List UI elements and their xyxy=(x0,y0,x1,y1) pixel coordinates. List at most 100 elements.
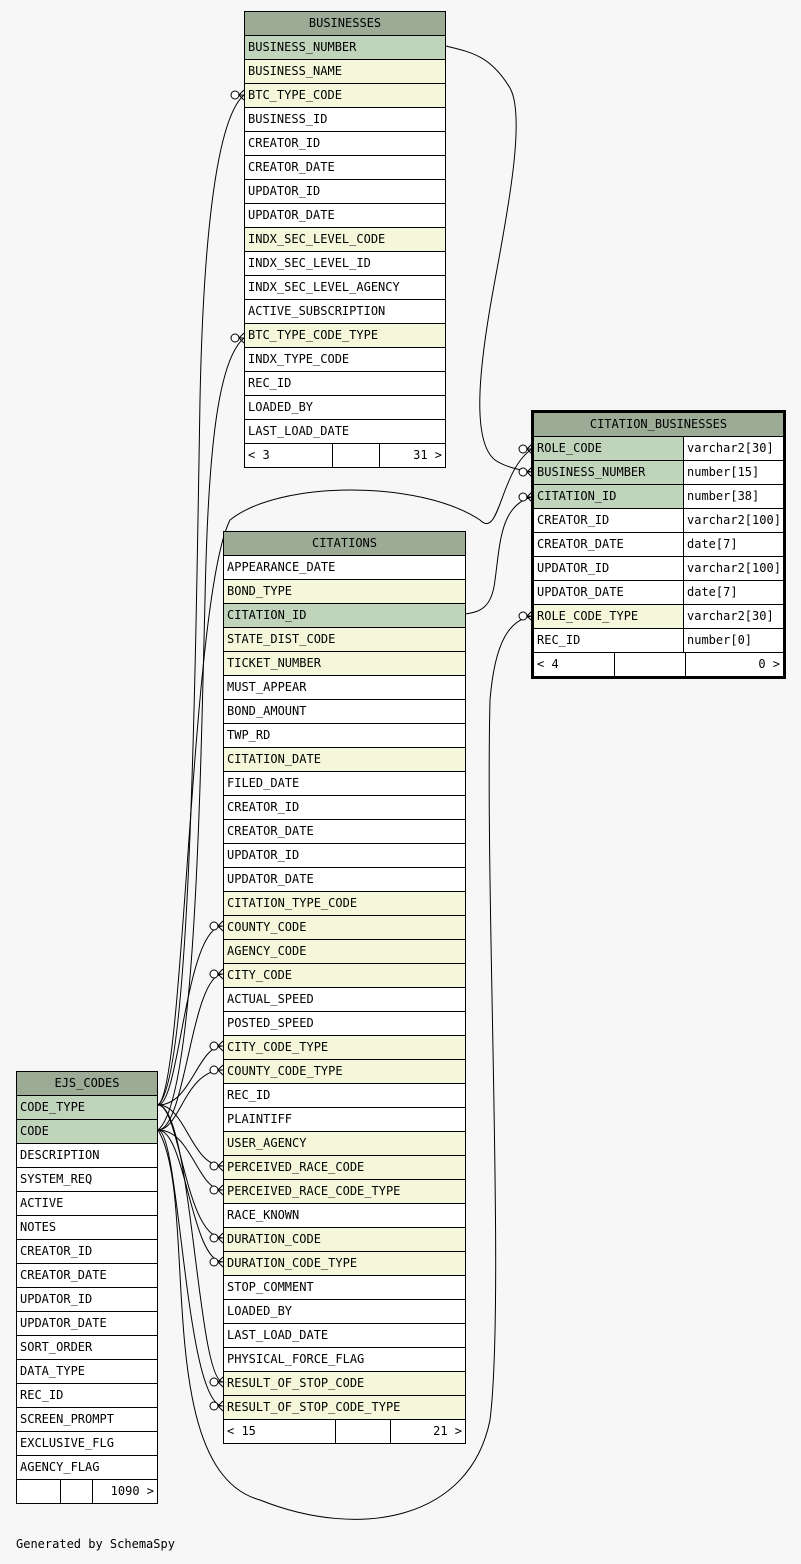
ejs-codes-column-active[interactable]: ACTIVE xyxy=(17,1192,157,1216)
citations-column-actual-speed[interactable]: ACTUAL_SPEED xyxy=(224,988,465,1012)
ejs-codes-column-code-type[interactable]: CODE_TYPE xyxy=(17,1096,157,1120)
ejs-codes-column-rec-id[interactable]: REC_ID xyxy=(17,1384,157,1408)
businesses-column-last-load-date[interactable]: LAST_LOAD_DATE xyxy=(245,420,445,444)
businesses-column-loaded-by[interactable]: LOADED_BY xyxy=(245,396,445,420)
citations-column-loaded-by[interactable]: LOADED_BY xyxy=(224,1300,465,1324)
citations-parents-count[interactable]: < 15 xyxy=(224,1420,336,1443)
citations-column-creator-date[interactable]: CREATOR_DATE xyxy=(224,820,465,844)
businesses-column-updator-id[interactable]: UPDATOR_ID xyxy=(245,180,445,204)
citations-column-appearance-date[interactable]: APPEARANCE_DATE xyxy=(224,556,465,580)
citation-businesses-parents-count[interactable]: < 4 xyxy=(534,653,615,676)
citations-column-must-appear[interactable]: MUST_APPEAR xyxy=(224,676,465,700)
businesses-column-btc-type-code-type[interactable]: BTC_TYPE_CODE_TYPE xyxy=(245,324,445,348)
citations-column-creator-id[interactable]: CREATOR_ID xyxy=(224,796,465,820)
businesses-column-creator-id[interactable]: CREATOR_ID xyxy=(245,132,445,156)
businesses-column-updator-date[interactable]: UPDATOR_DATE xyxy=(245,204,445,228)
citations-column-perceived-race-code-type[interactable]: PERCEIVED_RACE_CODE_TYPE xyxy=(224,1180,465,1204)
citations-column-bond-amount[interactable]: BOND_AMOUNT xyxy=(224,700,465,724)
citations-column-perceived-race-code[interactable]: PERCEIVED_RACE_CODE xyxy=(224,1156,465,1180)
ejs-codes-column-creator-date[interactable]: CREATOR_DATE xyxy=(17,1264,157,1288)
businesses-parents-count[interactable]: < 3 xyxy=(245,444,333,467)
citations-column-physical-force-flag[interactable]: PHYSICAL_FORCE_FLAG xyxy=(224,1348,465,1372)
businesses-column-rec-id[interactable]: REC_ID xyxy=(245,372,445,396)
ejs-codes-column-screen-prompt[interactable]: SCREEN_PROMPT xyxy=(17,1408,157,1432)
businesses-column-indx-sec-level-code[interactable]: INDX_SEC_LEVEL_CODE xyxy=(245,228,445,252)
ejs-codes-column-exclusive-flg[interactable]: EXCLUSIVE_FLG xyxy=(17,1432,157,1456)
citations-column-state-dist-code[interactable]: STATE_DIST_CODE xyxy=(224,628,465,652)
citations-column-user-agency[interactable]: USER_AGENCY xyxy=(224,1132,465,1156)
businesses-column-btc-type-code[interactable]: BTC_TYPE_CODE xyxy=(245,84,445,108)
citations-column-rec-id[interactable]: REC_ID xyxy=(224,1084,465,1108)
businesses-column-business-number[interactable]: BUSINESS_NUMBER xyxy=(245,36,445,60)
ejs-codes-column-sort-order[interactable]: SORT_ORDER xyxy=(17,1336,157,1360)
column-type: number[38] xyxy=(683,485,783,508)
citations-column-bond-type[interactable]: BOND_TYPE xyxy=(224,580,465,604)
edge-citations-fk-7-optional-marker xyxy=(209,1257,219,1267)
citations-column-citation-id[interactable]: CITATION_ID xyxy=(224,604,465,628)
businesses-column-indx-type-code[interactable]: INDX_TYPE_CODE xyxy=(245,348,445,372)
citations-column-updator-date[interactable]: UPDATOR_DATE xyxy=(224,868,465,892)
citations-table-title[interactable]: CITATIONS xyxy=(224,532,465,556)
businesses-column-active-subscription[interactable]: ACTIVE_SUBSCRIPTION xyxy=(245,300,445,324)
citations-children-count[interactable]: 21 > xyxy=(433,1424,462,1438)
ejs-codes-column-system-req[interactable]: SYSTEM_REQ xyxy=(17,1168,157,1192)
ejs-codes-column-notes[interactable]: NOTES xyxy=(17,1216,157,1240)
ejs-codes-column-description[interactable]: DESCRIPTION xyxy=(17,1144,157,1168)
ejs-codes-table-title[interactable]: EJS_CODES xyxy=(17,1072,157,1096)
citations-column-duration-code-type[interactable]: DURATION_CODE_TYPE xyxy=(224,1252,465,1276)
citations-column-county-code[interactable]: COUNTY_CODE xyxy=(224,916,465,940)
citations-column-result-of-stop-code-type[interactable]: RESULT_OF_STOP_CODE_TYPE xyxy=(224,1396,465,1420)
businesses-column-creator-date[interactable]: CREATOR_DATE xyxy=(245,156,445,180)
citations-column-citation-date[interactable]: CITATION_DATE xyxy=(224,748,465,772)
businesses-column-indx-sec-level-id[interactable]: INDX_SEC_LEVEL_ID xyxy=(245,252,445,276)
column-type: date[7] xyxy=(683,533,783,556)
citations-column-stop-comment[interactable]: STOP_COMMENT xyxy=(224,1276,465,1300)
citations-column-county-code-type[interactable]: COUNTY_CODE_TYPE xyxy=(224,1060,465,1084)
edge-btc-type-code-type-optional-marker xyxy=(230,333,240,343)
column-name: LAST_LOAD_DATE xyxy=(227,1328,329,1342)
citations-column-city-code-type[interactable]: CITY_CODE_TYPE xyxy=(224,1036,465,1060)
ejs-codes-children-count[interactable]: 1090 > xyxy=(110,1484,154,1498)
citations-column-filed-date[interactable]: FILED_DATE xyxy=(224,772,465,796)
businesses-table-title[interactable]: BUSINESSES xyxy=(245,12,445,36)
businesses-column-business-name[interactable]: BUSINESS_NAME xyxy=(245,60,445,84)
citation-businesses-table-title[interactable]: CITATION_BUSINESSES xyxy=(534,413,783,437)
citation-businesses-children-count[interactable]: 0 > xyxy=(758,657,780,671)
ejs-codes-column-creator-id[interactable]: CREATOR_ID xyxy=(17,1240,157,1264)
citations-column-last-load-date[interactable]: LAST_LOAD_DATE xyxy=(224,1324,465,1348)
citations-column-citation-type-code[interactable]: CITATION_TYPE_CODE xyxy=(224,892,465,916)
ejs-codes-column-code[interactable]: CODE xyxy=(17,1120,157,1144)
citations-column-plaintiff[interactable]: PLAINTIFF xyxy=(224,1108,465,1132)
businesses-children-count[interactable]: 31 > xyxy=(413,448,442,462)
ejs-codes-column-updator-id[interactable]: UPDATOR_ID xyxy=(17,1288,157,1312)
ejs-codes-column-agency-flag[interactable]: AGENCY_FLAG xyxy=(17,1456,157,1480)
citations-column-result-of-stop-code[interactable]: RESULT_OF_STOP_CODE xyxy=(224,1372,465,1396)
ejs-codes-column-data-type[interactable]: DATA_TYPE xyxy=(17,1360,157,1384)
citations-column-posted-speed[interactable]: POSTED_SPEED xyxy=(224,1012,465,1036)
citations-column-race-known[interactable]: RACE_KNOWN xyxy=(224,1204,465,1228)
ejs-codes-column-updator-date[interactable]: UPDATOR_DATE xyxy=(17,1312,157,1336)
citations-column-duration-code[interactable]: DURATION_CODE xyxy=(224,1228,465,1252)
citations-column-twp-rd[interactable]: TWP_RD xyxy=(224,724,465,748)
citations-column-city-code[interactable]: CITY_CODE xyxy=(224,964,465,988)
businesses-column-indx-sec-level-agency[interactable]: INDX_SEC_LEVEL_AGENCY xyxy=(245,276,445,300)
citations-column-ticket-number[interactable]: TICKET_NUMBER xyxy=(224,652,465,676)
citations-column-updator-id[interactable]: UPDATOR_ID xyxy=(224,844,465,868)
ejs-codes-parents-count[interactable] xyxy=(17,1480,61,1503)
citations-footer-spacer xyxy=(336,1420,391,1443)
businesses-column-business-id[interactable]: BUSINESS_ID xyxy=(245,108,445,132)
citations-column-agency-code[interactable]: AGENCY_CODE xyxy=(224,940,465,964)
